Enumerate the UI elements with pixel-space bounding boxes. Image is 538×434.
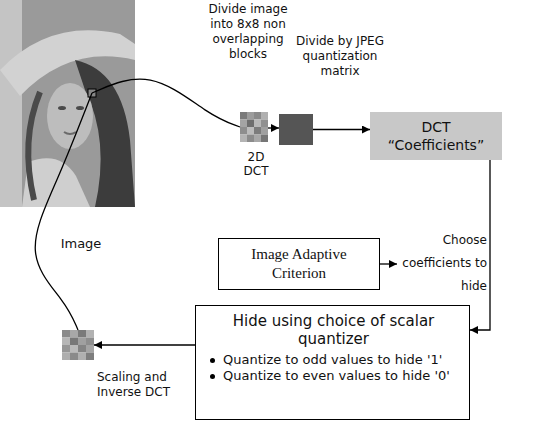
step-label: Scaling and Inverse DCT [97,370,170,399]
bullet-item: Quantize to even values to hide '0' [208,368,459,384]
text-block: Image Adaptive Criterion [227,245,371,283]
connector [92,79,240,127]
text-block: DCT “Coefficients” [376,118,496,154]
connector [268,127,279,128]
bullet-text: Quantize to odd values to hide '1' [223,352,442,368]
bullet-dot [210,358,215,363]
bullet-dot [210,374,215,379]
photo [0,0,135,207]
edge-label: 2D DCT [238,150,274,178]
bullet-text: Quantize to even values to hide '0' [223,368,450,384]
edge-label: Choose coefficients to hide [395,229,487,298]
connector [313,129,370,130]
bullet-item: Quantize to odd values to hide '1' [208,352,459,368]
image-block [240,112,268,142]
connector [94,344,195,345]
text-block: Scaling and Inverse DCT [97,370,192,400]
image-block: Divide image into 8x8 non overlapping bl… [240,112,268,142]
pointer-arrow [380,263,397,264]
image-block [62,330,94,360]
criterion-box: Image Adaptive Criterion [218,238,380,290]
text-block: Image [56,236,106,252]
step-label: Divide by JPEG quantization matrix [296,34,384,78]
text-block: Hide using choice of scalar quantizer [208,312,459,348]
coefficient-box: DCT “Coefficients” [370,112,502,160]
image-label: Image [61,236,102,251]
box-title: Image Adaptive Criterion [251,246,346,281]
text-block: Divide image into 8x8 non overlapping bl… [198,2,298,62]
image-block: Scaling and Inverse DCT [62,330,94,360]
hiding-box: Hide using choice of scalar quantizerQua… [195,305,470,420]
text-block: Divide by JPEG quantization matrix [293,34,387,79]
box-title: DCT “Coefficients” [388,119,484,153]
photo-frame: Image [0,0,135,207]
box-title: Hide using choice of scalar quantizer [233,312,435,348]
step-label: Divide image into 8x8 non overlapping bl… [208,2,287,61]
quantizer-box: Divide by JPEG quantization matrix [279,114,313,145]
connector [35,93,92,330]
